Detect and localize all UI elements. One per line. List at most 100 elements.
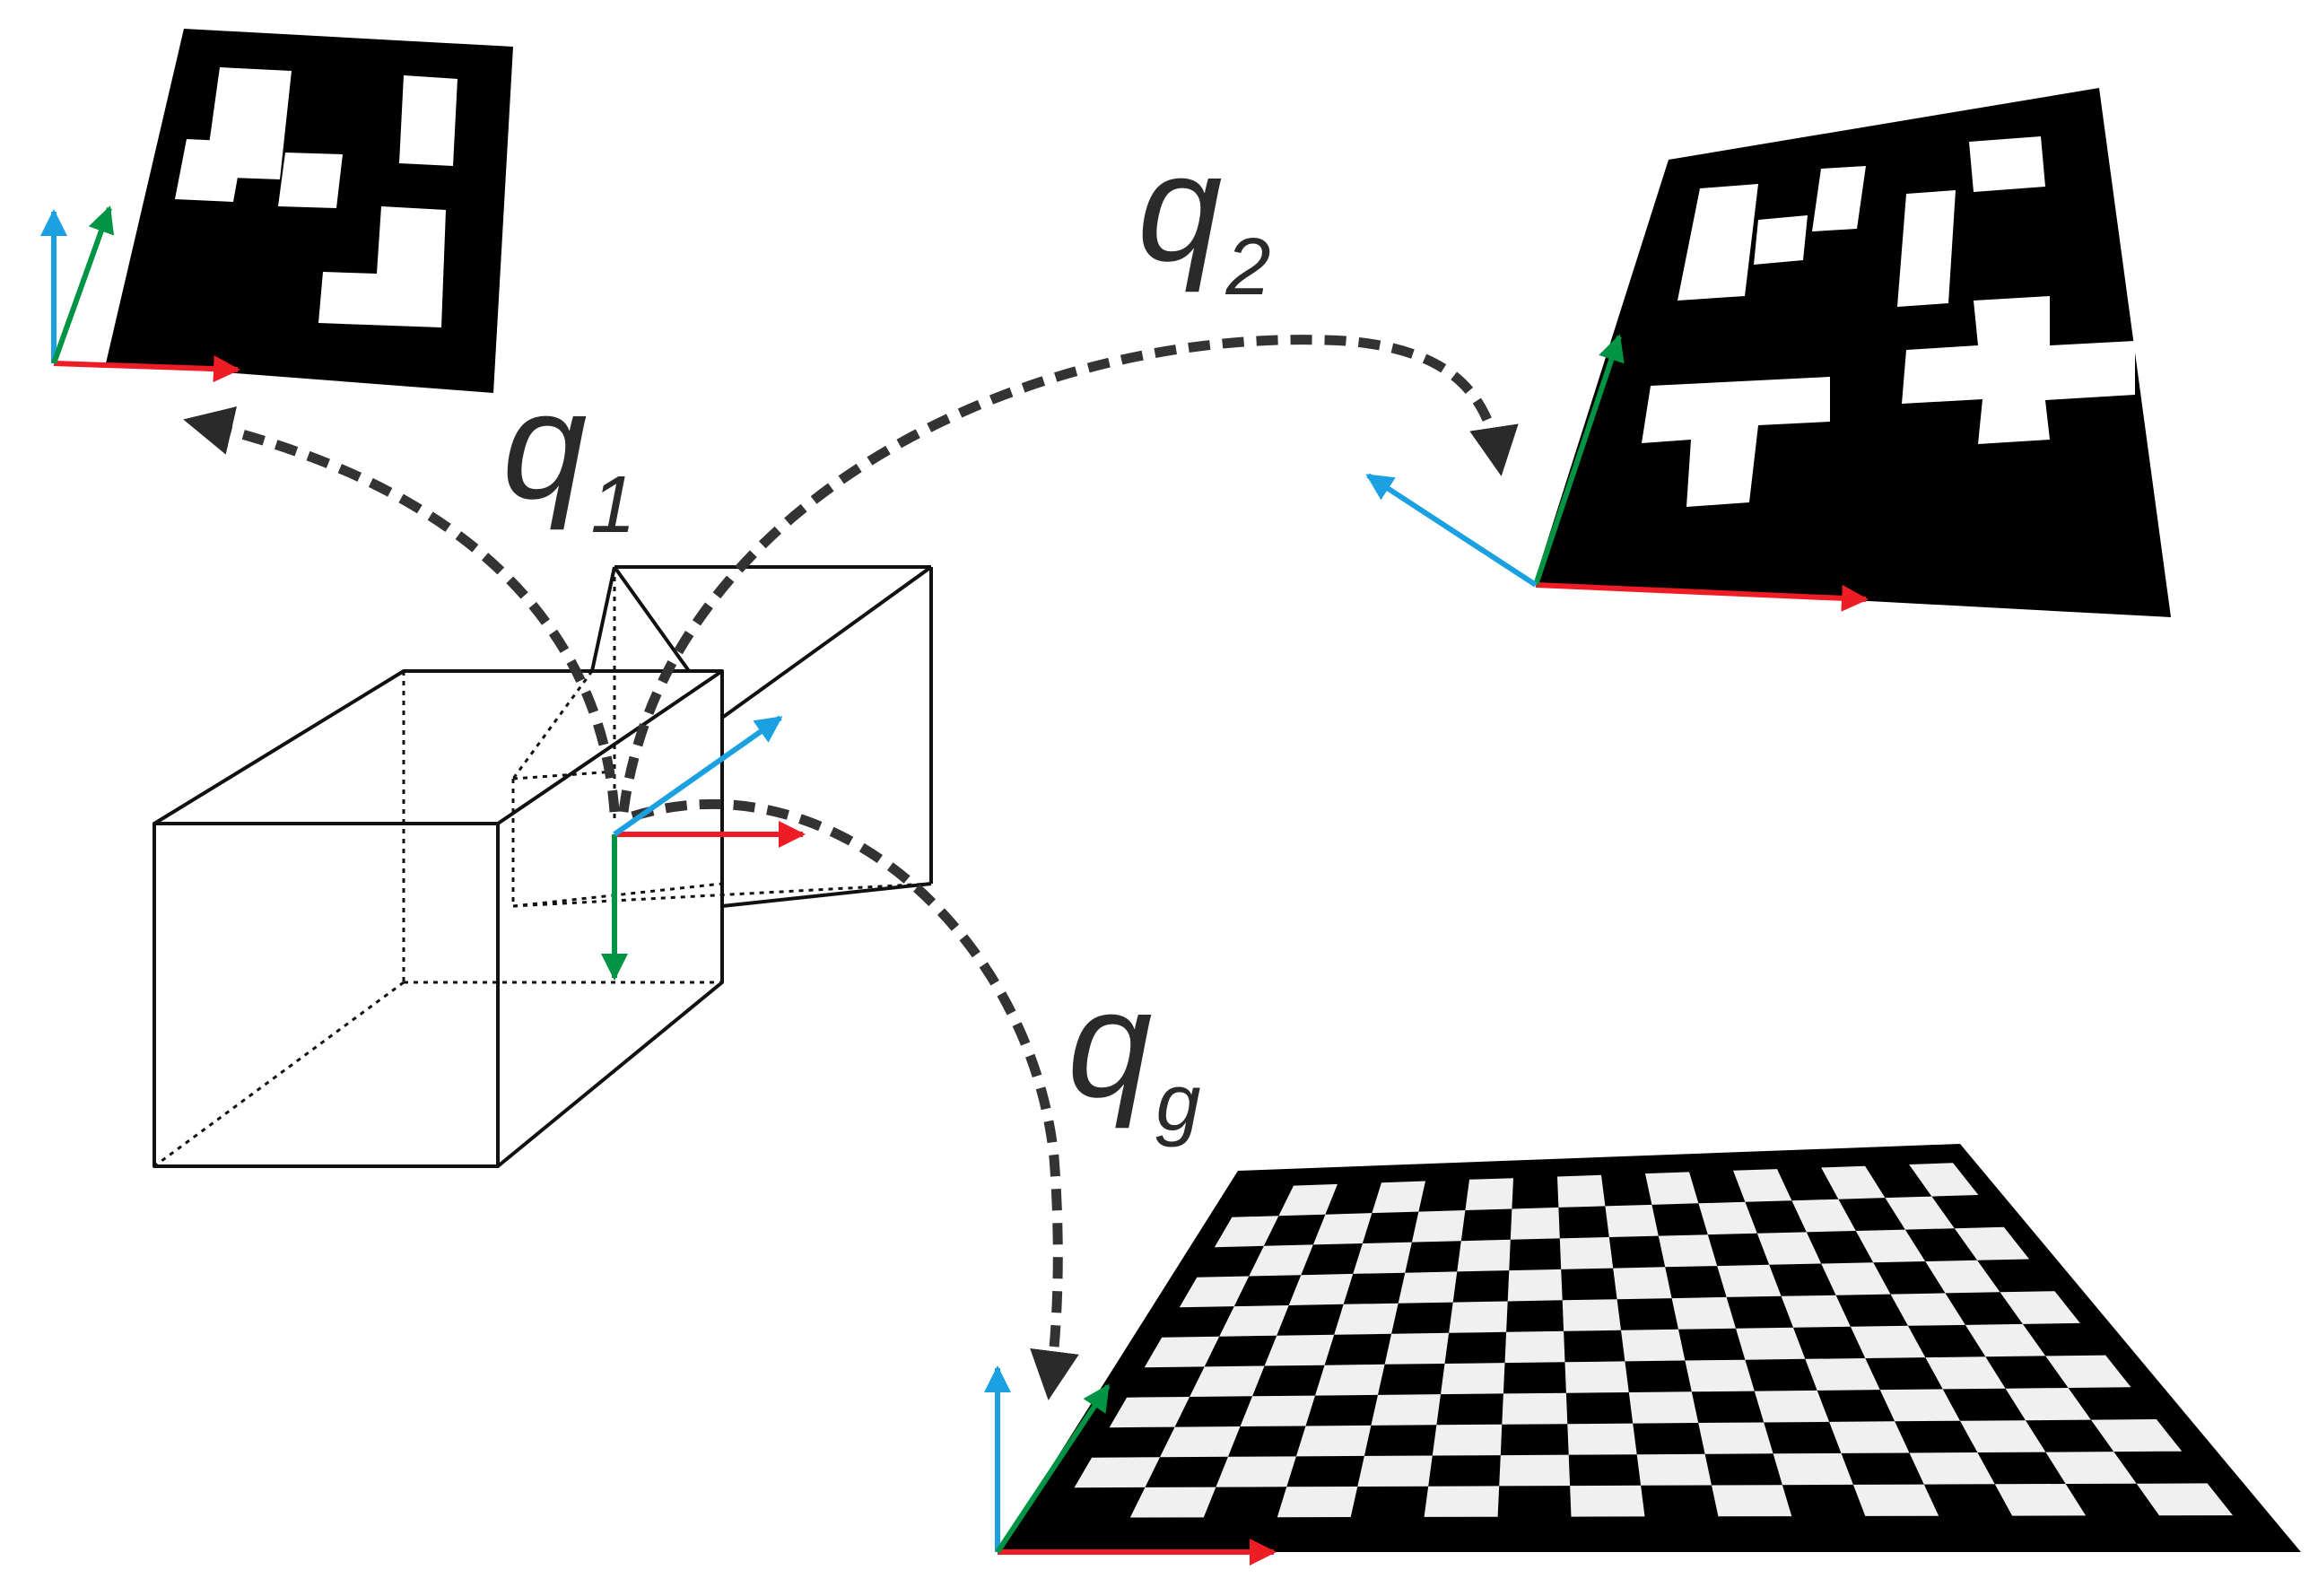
checkerboard-cell	[2136, 1483, 2233, 1516]
arc-q2	[618, 335, 1519, 813]
checkerboard-cell	[2000, 1291, 2080, 1324]
checkerboard-cell	[1712, 1485, 1792, 1517]
checkerboard-cell	[1685, 1359, 1755, 1392]
checkerboard-cell	[1960, 1420, 2046, 1452]
checkerboard-cell	[1736, 1327, 1806, 1360]
arc-qg	[631, 798, 1079, 1400]
label-q2: q2	[1137, 123, 1271, 312]
checkerboard-cell	[1278, 1183, 1338, 1217]
checkerboard-cell	[1954, 1226, 2030, 1260]
checkerboard-axes	[984, 1365, 1277, 1565]
checkerboard-cell	[1852, 1484, 1939, 1516]
marker-1	[106, 29, 513, 393]
checkerboard-cell	[1398, 1271, 1458, 1304]
checkerboard-cell	[1240, 1395, 1315, 1426]
checkerboard-cell	[1994, 1484, 2087, 1516]
checkerboard-cell	[1855, 1229, 1926, 1263]
checkerboard-cell	[1288, 1273, 1354, 1305]
checkerboard-cell	[1628, 1391, 1699, 1424]
checkerboard-cell	[1264, 1334, 1335, 1366]
checkerboard-cell	[1357, 1455, 1433, 1487]
checkerboard-cell	[2045, 1355, 2131, 1388]
checkerboard-cell	[1613, 1267, 1672, 1300]
checkerboard-cell	[1698, 1201, 1757, 1235]
checkerboard-cell	[1504, 1330, 1565, 1364]
checkerboard-cell	[1214, 1216, 1279, 1248]
checkerboard-cell	[1219, 1305, 1289, 1337]
checkerboard-cell	[1821, 1262, 1891, 1295]
checkerboard-cell	[1821, 1165, 1886, 1199]
checkerboard-cell	[1698, 1422, 1773, 1454]
checkerboard-cell	[1179, 1276, 1250, 1308]
checkerboard-cell	[1144, 1336, 1220, 1368]
checkerboard-cell	[1457, 1239, 1511, 1272]
checkerboard-cell	[1909, 1452, 1995, 1485]
checkerboard-cell	[1249, 1244, 1313, 1277]
marker-1-axes	[40, 205, 240, 383]
checkerboard-cell	[1658, 1234, 1718, 1268]
arc-q1	[183, 406, 620, 813]
checkerboard-cell	[1890, 1293, 1965, 1326]
checkerboard-cell	[1499, 1454, 1571, 1487]
checkerboard-cell	[1315, 1364, 1385, 1396]
checkerboard-cell	[1432, 1424, 1503, 1456]
checkerboard-cell	[1781, 1295, 1851, 1328]
checkerboard-cell	[1384, 1332, 1450, 1365]
checkerboard-cell	[1733, 1169, 1792, 1202]
checkerboard-cell	[1109, 1397, 1190, 1428]
checkerboard-cell	[1636, 1453, 1712, 1486]
checkerboard-cell	[1805, 1358, 1880, 1391]
checkerboard-cell	[1074, 1457, 1160, 1488]
checkerboard-cell	[1567, 1423, 1637, 1455]
relation-arcs	[183, 335, 1519, 1400]
checkerboard-cell	[1502, 1392, 1568, 1425]
checkerboard-cell	[1441, 1363, 1505, 1395]
checkerboard-cell	[1411, 1210, 1466, 1243]
checkerboard-cell	[1829, 1421, 1910, 1453]
checkerboard-cell	[1353, 1242, 1412, 1274]
label-qg: qg	[1068, 959, 1201, 1148]
checkerboard-cell	[1925, 1260, 2000, 1294]
checkerboard-cell	[1645, 1172, 1699, 1205]
camera-wireframe	[152, 565, 933, 1168]
checkerboard-cell	[1372, 1181, 1425, 1214]
checkerboard-cell	[1277, 1487, 1358, 1518]
checkerboard-cell	[1216, 1456, 1296, 1487]
checkerboard-cell	[1424, 1486, 1500, 1517]
checkerboard-cell	[1559, 1237, 1614, 1269]
checkerboard-cell	[1465, 1178, 1513, 1210]
checkerboard-cell	[1717, 1264, 1782, 1297]
checkerboard-cell	[1507, 1269, 1563, 1302]
checkerboard-cell	[1965, 1323, 2046, 1357]
label-q1: q1	[502, 361, 636, 550]
checkerboard-cell	[1564, 1361, 1629, 1393]
checkerboard-cell	[1885, 1196, 1955, 1230]
marker-2	[1534, 88, 2171, 617]
checkerboard-cell	[1879, 1389, 1960, 1422]
checkerboard-cell	[1334, 1303, 1399, 1335]
checkerboard-cell	[1773, 1452, 1853, 1486]
checkerboard-cell	[1449, 1301, 1508, 1333]
marker-2-axes	[1365, 334, 1869, 612]
checkerboard	[998, 1144, 2301, 1552]
checkerboard-cell	[1605, 1204, 1659, 1237]
checkerboard-cell	[1295, 1425, 1372, 1457]
checkerboard-cell	[1562, 1299, 1621, 1331]
checkerboard-cell	[1510, 1207, 1560, 1240]
checkerboard-cell	[1756, 1232, 1822, 1265]
checkerboard-cell	[1160, 1426, 1241, 1458]
checkerboard-cell	[1129, 1487, 1216, 1518]
checkerboard-cell	[2005, 1388, 2091, 1421]
checkerboard-cell	[1791, 1199, 1856, 1233]
checkerboard-cell	[1850, 1325, 1926, 1358]
checkerboard-cell	[2045, 1452, 2137, 1484]
checkerboard-cell	[1190, 1365, 1265, 1397]
checkerboard-cell	[1909, 1163, 1979, 1197]
checkerboard-cell	[1925, 1356, 2006, 1390]
checkerboard-cell	[1621, 1329, 1686, 1362]
checkerboard-cell	[1671, 1296, 1736, 1330]
checkerboard-cell	[1312, 1213, 1372, 1245]
checkerboard-cell	[1557, 1174, 1606, 1208]
